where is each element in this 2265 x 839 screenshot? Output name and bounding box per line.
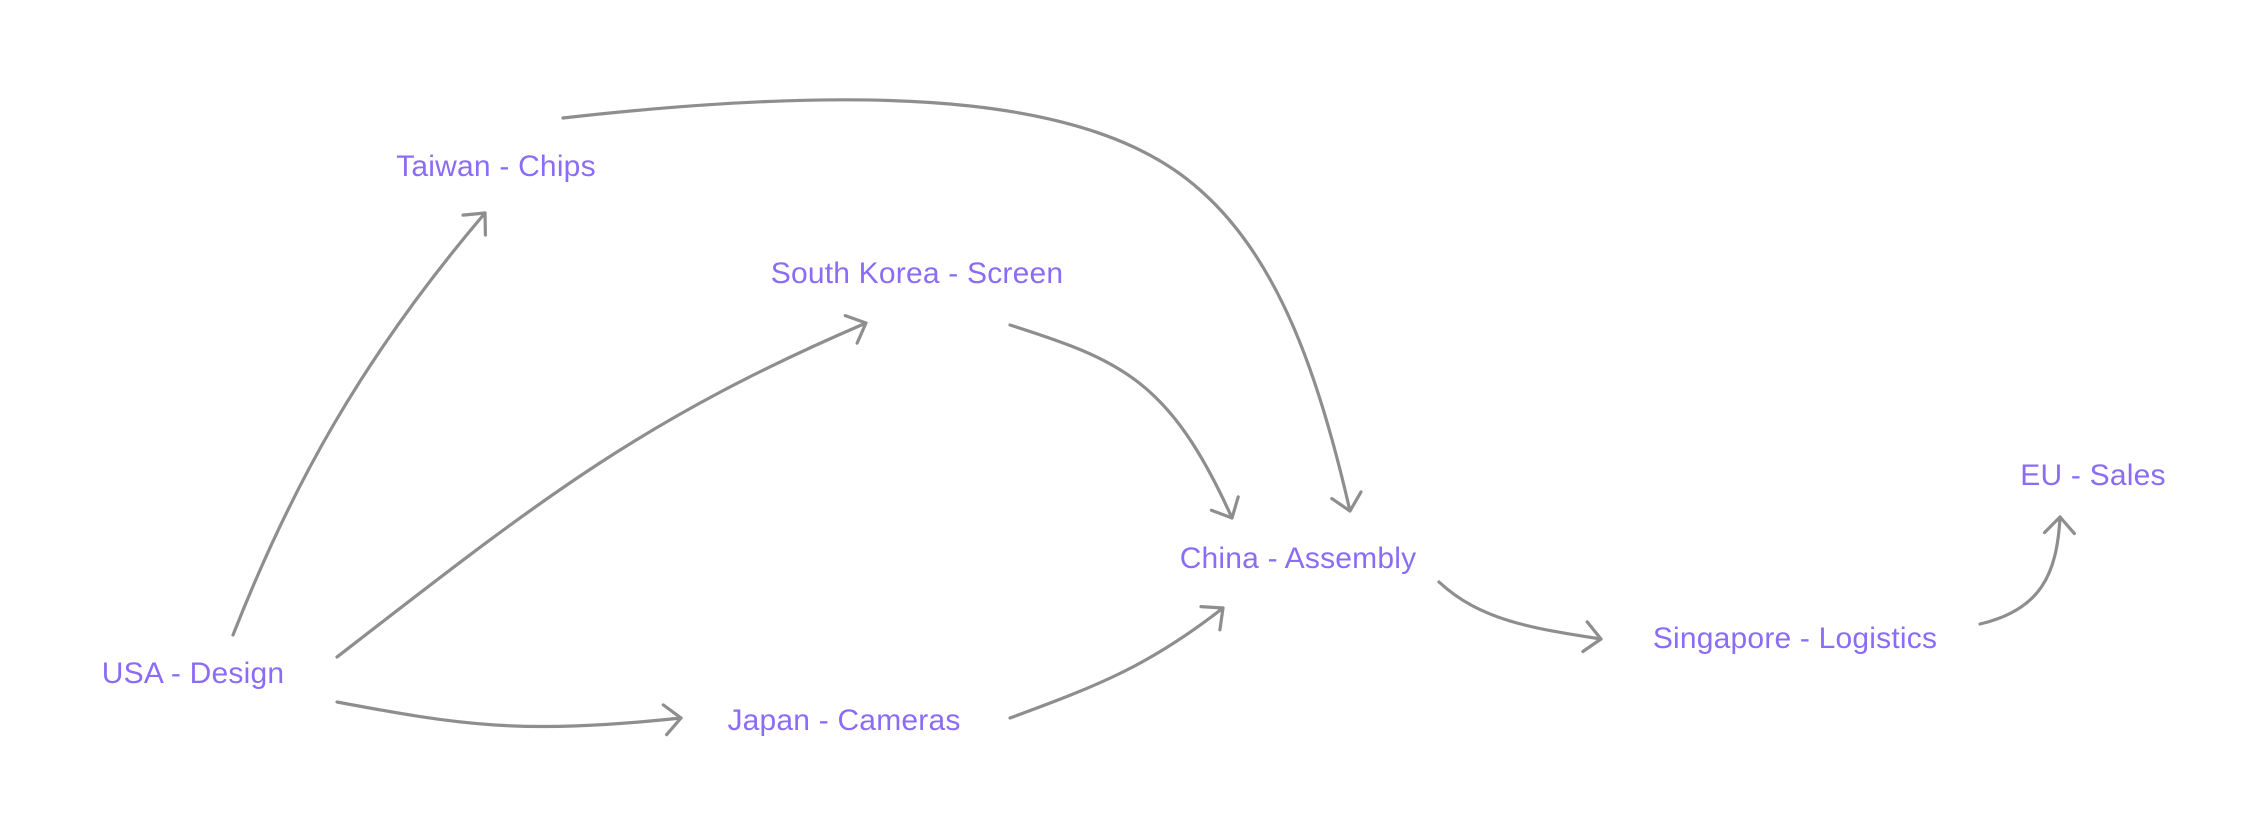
node-china-assembly: China - Assembly [1179, 542, 1417, 575]
node-south-korea-screen: South Korea - Screen [770, 257, 1064, 290]
arrowhead-icon [1199, 605, 1225, 632]
edge-line [335, 321, 868, 659]
arrowhead-icon [1330, 490, 1363, 513]
arrowhead-icon [2042, 515, 2076, 536]
edge-china-to-singapore [1437, 580, 1603, 654]
edge-usa-to-korea [335, 314, 868, 659]
node-taiwan-chips: Taiwan - Chips [396, 150, 596, 183]
edge-japan-to-china [1008, 605, 1225, 720]
edge-line [1008, 606, 1225, 720]
arrowhead-icon [661, 703, 683, 737]
edge-line [335, 700, 683, 729]
arrowhead-icon [461, 211, 487, 237]
arrowhead-icon [1209, 495, 1240, 520]
arrowhead-icon [1581, 620, 1603, 654]
edge-taiwan-to-china [561, 98, 1363, 513]
node-eu-sales: EU - Sales [2020, 459, 2166, 492]
edge-line [1437, 580, 1603, 641]
edge-usa-to-japan [335, 700, 683, 737]
edge-korea-to-china [1008, 323, 1240, 520]
arrowhead-icon [843, 314, 868, 345]
node-singapore-logistics: Singapore - Logistics [1652, 622, 1938, 655]
edge-singapore-to-eu [1978, 515, 2076, 626]
edge-line [1008, 323, 1234, 520]
edge-usa-to-taiwan [231, 211, 487, 637]
node-japan-cameras: Japan - Cameras [727, 704, 961, 737]
edge-line [561, 98, 1352, 513]
edge-line [231, 211, 487, 637]
node-usa-design: USA - Design [101, 657, 285, 690]
edge-line [1978, 515, 2062, 626]
